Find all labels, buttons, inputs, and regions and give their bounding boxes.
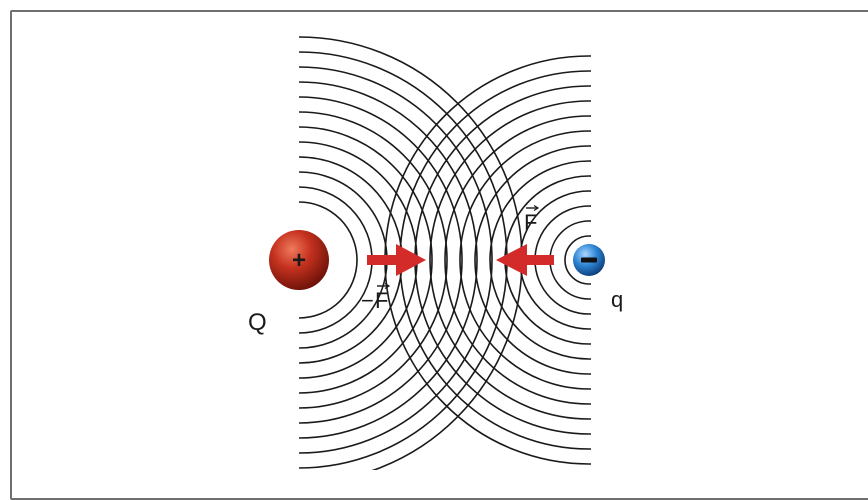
label-q: q xyxy=(611,287,623,312)
positive-sign: + xyxy=(292,247,306,274)
force-arrow-on-q xyxy=(496,244,554,276)
positive-charge-Q: + xyxy=(269,230,329,290)
label-F: F xyxy=(524,206,538,236)
minus-sign-label: − xyxy=(361,288,374,313)
force-F-label-right: F xyxy=(524,210,537,235)
electric-force-diagram: + Q q − F F xyxy=(0,0,868,487)
label-minus-F: − F xyxy=(361,284,389,314)
negative-charge-q xyxy=(573,244,605,276)
label-Q: Q xyxy=(248,309,267,336)
force-F-label-left: F xyxy=(375,288,388,313)
negative-sign xyxy=(581,258,597,263)
